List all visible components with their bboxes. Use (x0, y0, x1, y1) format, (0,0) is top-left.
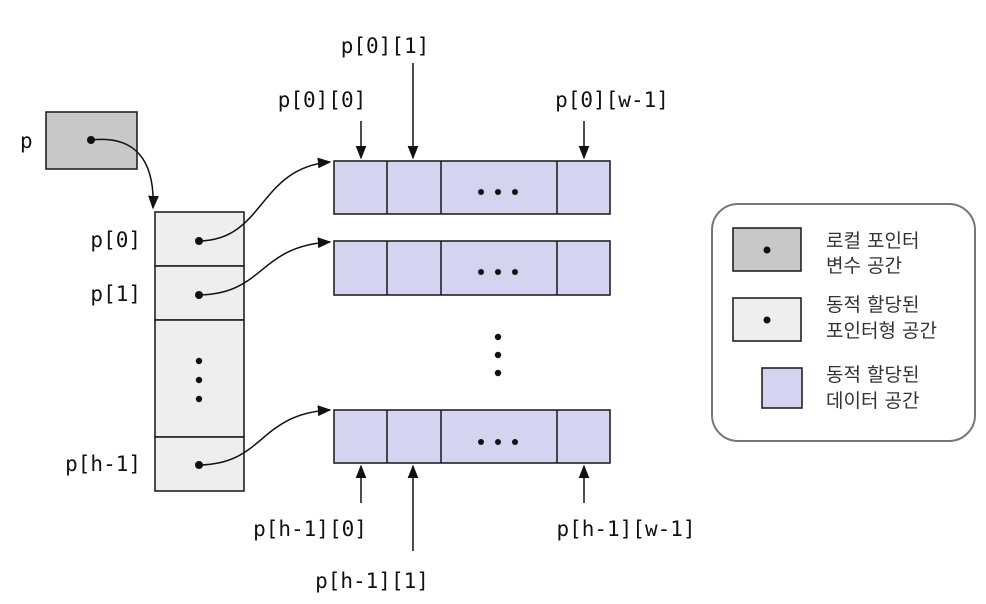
vertical-ellipsis-dot (195, 376, 203, 384)
legend-item-1-line1: 동적 할당된 (826, 294, 919, 316)
legend-item-0-line1: 로컬 포인터 (826, 230, 919, 252)
data-row-box (333, 240, 611, 296)
legend: 로컬 포인터 변수 공간 동적 할당된 포인터형 공간 동적 할당된 데이터 공… (711, 203, 976, 442)
horizontal-ellipsis-dot (478, 189, 484, 195)
pointer-variable-p: p (20, 111, 138, 170)
pointer-label-last: p[h-1] (65, 452, 141, 476)
label-p-0-w-1: p[0][w-1] (555, 88, 669, 112)
horizontal-ellipsis-dot (495, 189, 501, 195)
horizontal-ellipsis-dot (495, 269, 501, 275)
arrow-row-0 (198, 157, 332, 242)
arrow-p-to-array (90, 138, 159, 210)
data-row-last (333, 409, 611, 464)
legend-item-2-line1: 동적 할당된 (826, 364, 919, 386)
pointer-array: p[0] p[1] p[h-1] (65, 211, 245, 492)
pointer-label-0: p[0] (90, 228, 141, 252)
horizontal-ellipsis-dot (512, 269, 518, 275)
legend-item-2-line2: 데이터 공간 (826, 390, 919, 412)
label-p-0-0: p[0][0] (278, 88, 367, 112)
label-p-h-1-0: p[h-1][0] (253, 517, 367, 541)
pointer-variable-label: p (20, 129, 33, 153)
horizontal-ellipsis-dot (495, 439, 501, 445)
arrow-row-last (198, 405, 332, 466)
vertical-ellipsis-dot (195, 395, 203, 403)
horizontal-ellipsis-dot (512, 189, 518, 195)
data-row-0 (333, 160, 611, 215)
data-row-box (333, 409, 611, 464)
horizontal-ellipsis-dot (478, 269, 484, 275)
arrow-row-1 (198, 237, 332, 296)
legend-swatch-dot (763, 316, 771, 324)
data-row-1 (333, 240, 611, 296)
vertical-ellipsis-dot (195, 357, 203, 365)
horizontal-ellipsis-dot (478, 439, 484, 445)
label-p-h-1-w-1: p[h-1][w-1] (556, 517, 695, 541)
label-p-0-1: p[0][1] (341, 34, 430, 58)
horizontal-ellipsis-dot (512, 439, 518, 445)
legend-swatch-data (761, 367, 803, 409)
vertical-ellipsis-dot (494, 333, 502, 341)
data-row-box (333, 160, 611, 215)
pointer-label-1: p[1] (90, 282, 141, 306)
vertical-ellipsis-dot (494, 351, 502, 359)
legend-swatch-dot (763, 246, 771, 254)
legend-item-0-line2: 변수 공간 (826, 255, 902, 277)
label-p-h-1-1: p[h-1][1] (315, 569, 429, 593)
vertical-ellipsis-dot (494, 369, 502, 377)
legend-item-1-line2: 포인터형 공간 (826, 320, 937, 342)
